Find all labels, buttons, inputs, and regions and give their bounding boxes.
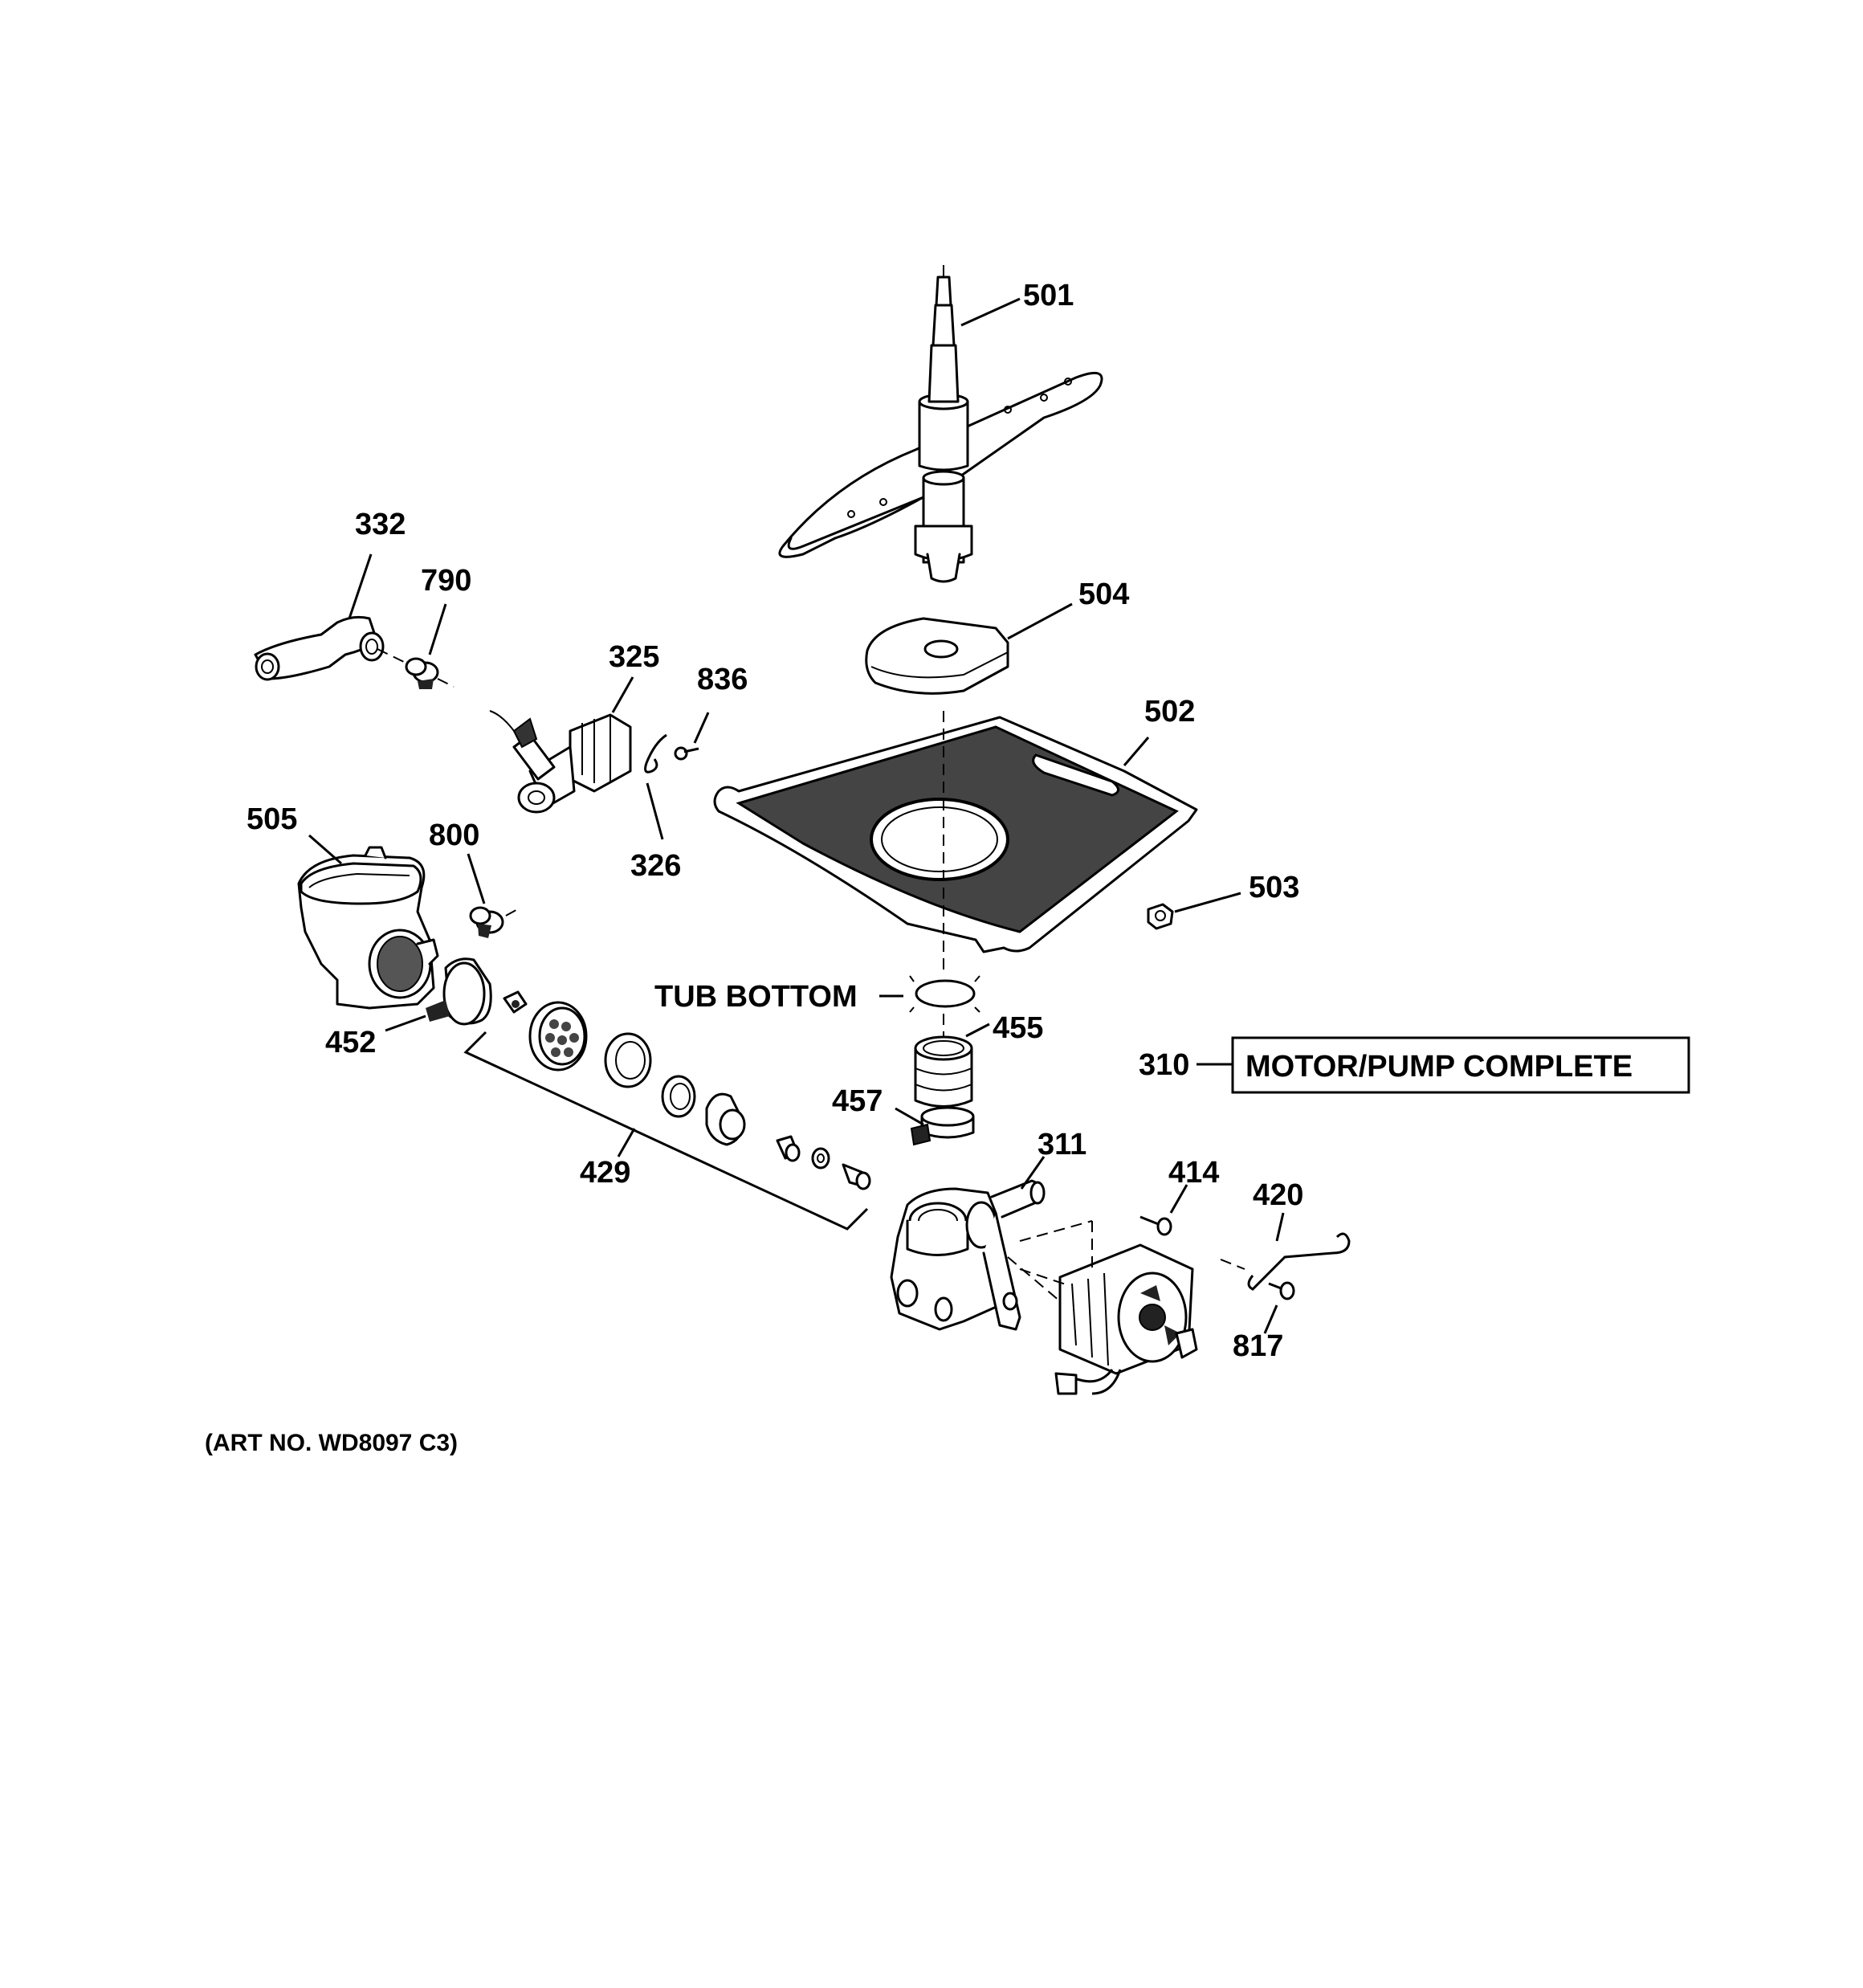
leader-836 (693, 712, 710, 744)
leader-325 (611, 676, 634, 713)
label-414: 414 (1168, 1156, 1219, 1190)
label-326: 326 (630, 849, 681, 883)
leader-504 (1007, 602, 1073, 640)
leader-817 (1263, 1304, 1278, 1334)
leader-505 (308, 834, 342, 865)
hose-332 (254, 615, 385, 681)
label-501: 501 (1023, 279, 1074, 312)
leader-503 (1174, 892, 1241, 913)
label-800: 800 (429, 818, 479, 852)
screw-836 (674, 746, 699, 761)
leader-457 (895, 1107, 924, 1126)
clip-326 (644, 733, 667, 774)
label-503: 503 (1249, 871, 1299, 904)
leader-452 (385, 1014, 426, 1032)
label-311: 311 (1037, 1128, 1086, 1161)
rod-420 (1247, 1232, 1351, 1291)
sleeve-457 (910, 1035, 975, 1146)
impeller-429d (705, 1092, 746, 1146)
seal-429b (604, 1032, 652, 1088)
label-817: 817 (1233, 1329, 1283, 1363)
label-790: 790 (421, 564, 471, 598)
screw-414 (1139, 1215, 1172, 1236)
motor-pump-complete-box (1231, 1036, 1690, 1094)
ring-429c (661, 1075, 696, 1118)
label-505: 505 (247, 802, 297, 836)
label-310: 310 (1139, 1048, 1189, 1082)
impeller-429a (528, 1001, 588, 1072)
tub-bottom-label: TUB BOTTOM (654, 980, 858, 1014)
screw-429e (776, 1135, 801, 1162)
gasket-455 (915, 979, 976, 1008)
leader-332 (348, 553, 373, 619)
label-452: 452 (325, 1026, 376, 1059)
cap-429g (842, 1163, 871, 1190)
leader-501 (960, 297, 1021, 327)
lower-spray-arm-501 (778, 265, 1103, 583)
label-332: 332 (355, 508, 406, 541)
nut-503 (1147, 903, 1174, 930)
leader-429 (617, 1128, 636, 1157)
leader-420 (1275, 1212, 1285, 1242)
drain-valve-325 (489, 710, 632, 814)
art-number: (ART NO. WD8097 C3) (205, 1430, 458, 1456)
label-836: 836 (697, 663, 748, 696)
filter-screen-502 (713, 716, 1198, 953)
leader-311 (1020, 1156, 1046, 1190)
bracket-429 (463, 1031, 869, 1231)
leader-800 (467, 853, 486, 904)
leader-790 (428, 603, 447, 655)
motor-pump-complete-label: MOTOR/PUMP COMPLETE (1245, 1050, 1633, 1084)
leader-414 (1169, 1184, 1188, 1214)
washer-429f (811, 1147, 830, 1170)
label-455: 455 (993, 1011, 1043, 1045)
clamp-452 (426, 957, 528, 1026)
label-429: 429 (580, 1156, 630, 1190)
label-504: 504 (1078, 578, 1129, 611)
clamp-800 (469, 906, 504, 938)
label-457: 457 (832, 1084, 883, 1118)
leader-326 (646, 782, 664, 840)
screw-817 (1268, 1281, 1295, 1300)
clamp-790 (405, 657, 439, 689)
part-504 (865, 617, 1009, 695)
label-325: 325 (609, 640, 659, 674)
motor (1007, 1220, 1198, 1395)
label-502: 502 (1144, 695, 1195, 729)
sump-505 (297, 846, 439, 1010)
leader-502 (1123, 737, 1150, 766)
label-420: 420 (1253, 1178, 1303, 1212)
pump-housing-311 (890, 1179, 1046, 1331)
leader-455 (965, 1023, 990, 1038)
